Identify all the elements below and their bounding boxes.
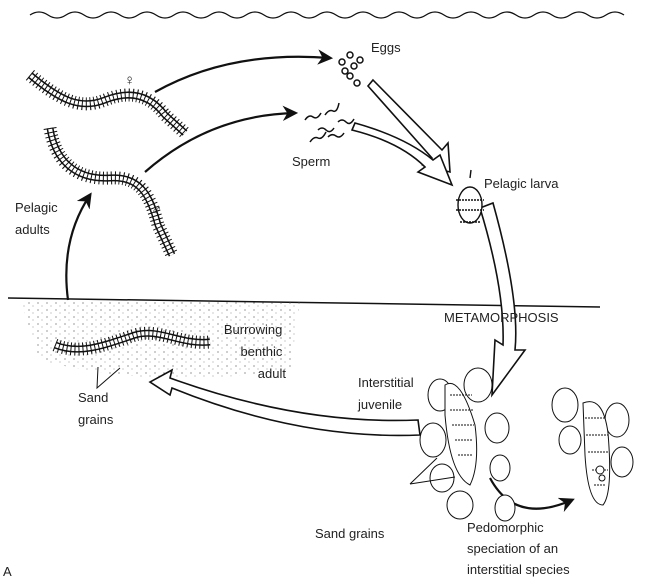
panel-label: A — [3, 564, 12, 579]
label-interstitial-juvenile: Interstitial juvenile — [357, 375, 417, 412]
label-pelagic-larva: Pelagic larva — [484, 176, 559, 191]
label-burrowing-benthic-adult: Burrowing benthic adult — [224, 322, 287, 381]
arrow-female-to-eggs — [154, 49, 334, 93]
pelagic-larva-icon — [456, 169, 484, 224]
arrow-to-pedomorphic — [489, 477, 575, 512]
label-metamorphosis: METAMORPHOSIS — [444, 310, 559, 325]
female-worm — [25, 70, 190, 138]
label-sand-grains-right: Sand grains — [315, 526, 385, 541]
label-pedomorphic-speciation: Pedomorphic speciation of an interstitia… — [467, 520, 570, 577]
arrow-male-to-sperm — [144, 105, 299, 173]
water-surface — [29, 11, 625, 19]
eggs-icon — [338, 51, 364, 87]
open-arrows — [148, 78, 527, 437]
sperm-icon — [304, 102, 355, 143]
male-worm — [43, 126, 178, 258]
female-symbol: ♀ — [124, 72, 135, 89]
label-sperm: Sperm — [292, 154, 330, 169]
male-symbol: ♂ — [151, 202, 162, 219]
sand-grains-leader-left — [96, 366, 121, 390]
label-sand-grains-left: Sand grains — [78, 390, 114, 427]
arrow-benthic-to-pelagic — [65, 192, 92, 301]
benthic-worm — [52, 326, 211, 356]
sand-grains-cluster-pedomorphic — [551, 387, 634, 506]
label-eggs: Eggs — [371, 40, 401, 55]
sand-grains-leader-right — [409, 457, 456, 485]
sand-grains-cluster-juvenile — [419, 367, 516, 522]
label-pelagic-adults: Pelagic adults — [15, 200, 61, 237]
